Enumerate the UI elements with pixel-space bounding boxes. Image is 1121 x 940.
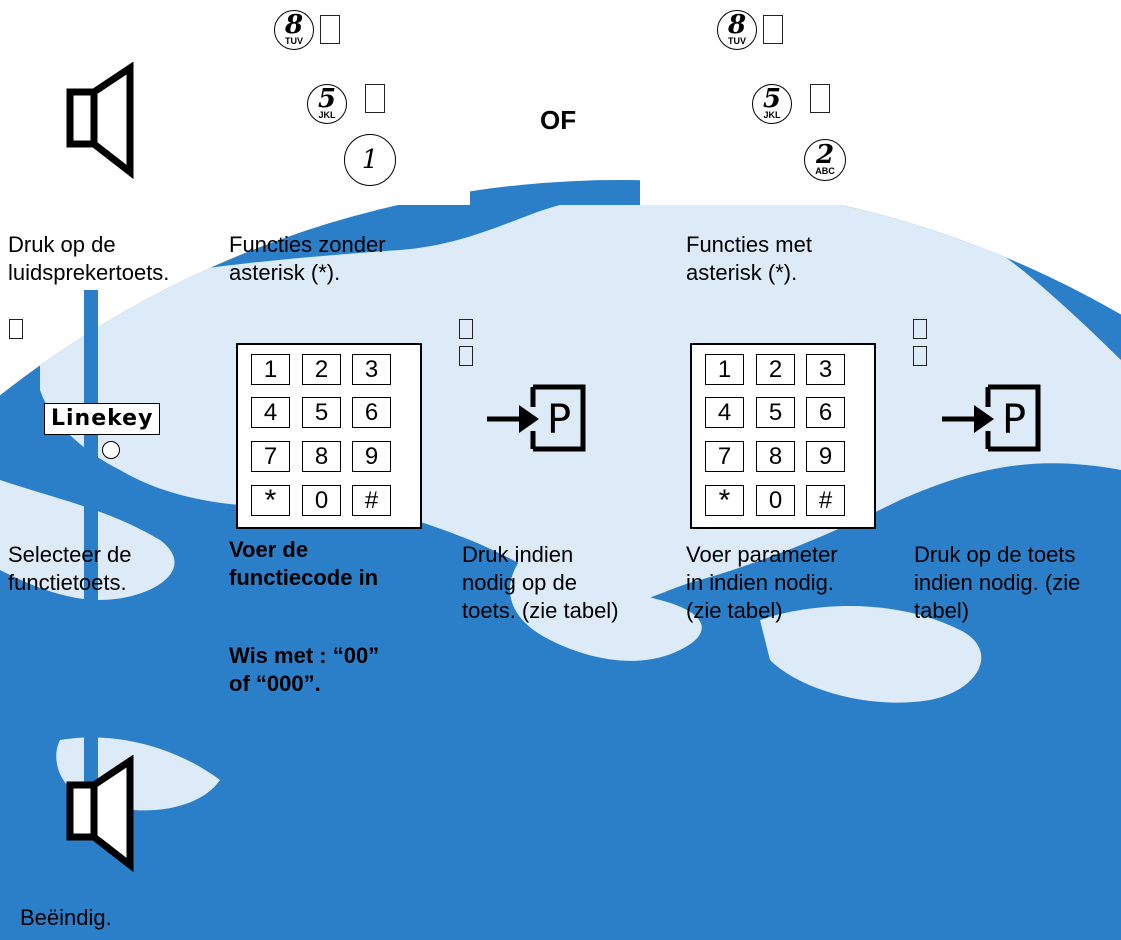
enter-code-caption: Voer de functiecode in — [229, 536, 378, 592]
keypad-key: 4 — [705, 397, 744, 428]
key-letters: JKL — [763, 110, 781, 120]
keypad-key: 2 — [756, 354, 795, 385]
speaker-icon — [66, 62, 134, 180]
key-digit: 8 — [284, 10, 304, 40]
park-key-label: P — [547, 397, 571, 443]
caption-line: Druk op de — [8, 232, 116, 257]
keypad-parameter: 1 2 3 4 5 6 7 8 9 * 0 # — [690, 343, 876, 529]
missing-glyph-icon — [365, 84, 385, 113]
key-letters: TUV — [728, 36, 746, 46]
keypad-key: 0 — [756, 485, 795, 516]
keypad-key: 0 — [302, 485, 341, 516]
key-letters: ABC — [815, 166, 835, 176]
keypad-key: 8 — [756, 441, 795, 472]
caption-line: Wis met : “00” — [229, 643, 380, 668]
park-key-icon: P — [487, 384, 586, 452]
speaker-icon — [66, 755, 134, 873]
keypad-key: 3 — [806, 354, 845, 385]
speaker-on-caption: Druk op de luidsprekertoets. — [8, 231, 169, 287]
caption-line: luidsprekertoets. — [8, 260, 170, 285]
or-label: OF — [540, 105, 577, 135]
dial-key-8: 8 TUV — [717, 10, 757, 50]
key-letters: JKL — [318, 110, 336, 120]
select-key-caption: Selecteer de functietoets. — [8, 541, 132, 597]
dial-key-2: 2 ABC — [804, 139, 846, 181]
keypad-key-hash: # — [352, 485, 391, 516]
caption-line: functietoets. — [8, 570, 127, 595]
linekey-button: Linekey — [44, 403, 161, 435]
caption-line: Functies zonder — [229, 232, 386, 257]
keypad-key: 7 — [705, 441, 744, 472]
caption-line: Druk indien — [462, 542, 574, 567]
clear-code-caption: Wis met : “00” of “000”. — [229, 642, 379, 698]
keys-without-asterisk-caption: Functies zonder asterisk (*). — [229, 231, 386, 287]
key-digit: 5 — [762, 84, 782, 114]
keypad-key: 3 — [352, 354, 391, 385]
caption-line: Selecteer de — [8, 542, 132, 567]
park-key-1-caption: Druk indien nodig op de toets. (zie tabe… — [462, 541, 619, 625]
dial-key-8: 8 TUV — [274, 10, 314, 50]
dial-key-5: 5 JKL — [307, 84, 347, 124]
keypad-key: 7 — [251, 441, 290, 472]
keypad-key: 5 — [302, 397, 341, 428]
park-key-label: P — [1002, 397, 1026, 443]
missing-glyph-icon — [913, 319, 927, 339]
missing-glyph-icon — [459, 319, 473, 339]
caption-line: tabel) — [914, 598, 970, 623]
caption-line: functiecode in — [229, 565, 379, 590]
missing-glyph-icon — [763, 15, 783, 44]
enter-parameter-caption: Voer parameter in indien nodig. (zie tab… — [686, 541, 838, 625]
caption-line: (zie tabel) — [686, 598, 783, 623]
keypad-key: 8 — [302, 441, 341, 472]
caption-line: asterisk (*). — [686, 260, 798, 285]
caption-line: toets. (zie tabel) — [462, 598, 619, 623]
end-caption: Beëindig. — [20, 905, 112, 930]
keypad-function-code: 1 2 3 4 5 6 7 8 9 * 0 # — [236, 343, 422, 529]
keypad-key: 9 — [352, 441, 391, 472]
caption-line: Druk op de toets — [914, 542, 1076, 567]
missing-glyph-icon — [320, 15, 340, 44]
missing-glyph-icon — [9, 319, 23, 339]
caption-line: Voer parameter — [686, 542, 838, 567]
keypad-key: 1 — [705, 354, 744, 385]
key-digit: 8 — [727, 10, 747, 40]
keys-with-asterisk-caption: Functies met asterisk (*). — [686, 231, 812, 287]
keypad-key-asterisk: * — [705, 484, 744, 517]
caption-line: Voer de — [229, 537, 309, 562]
park-key-icon: P — [942, 384, 1041, 452]
key-digit: 5 — [317, 84, 337, 114]
keypad-key-asterisk: * — [251, 484, 290, 517]
keypad-key-hash: # — [806, 485, 845, 516]
missing-glyph-icon — [913, 346, 927, 366]
keypad-key: 1 — [251, 354, 290, 385]
caption-line: nodig op de — [462, 570, 577, 595]
key-digit: 2 — [815, 140, 835, 170]
key-letters: TUV — [285, 36, 303, 46]
dial-key-1: 1 — [344, 134, 396, 186]
keypad-key: 9 — [806, 441, 845, 472]
caption-line: indien nodig. (zie — [914, 570, 1081, 595]
caption-line: asterisk (*). — [229, 260, 341, 285]
missing-glyph-icon — [459, 346, 473, 366]
keypad-key: 4 — [251, 397, 290, 428]
key-digit: 1 — [361, 145, 379, 175]
dial-key-5: 5 JKL — [752, 84, 792, 124]
keypad-key: 2 — [302, 354, 341, 385]
caption-line: in indien nodig. — [686, 570, 835, 595]
caption-line: Functies met — [686, 232, 812, 257]
keypad-key: 6 — [806, 397, 845, 428]
missing-glyph-icon — [810, 84, 830, 113]
linekey-lamp-icon — [102, 441, 120, 459]
caption-line: of “000”. — [229, 671, 321, 696]
keypad-key: 6 — [352, 397, 391, 428]
park-key-2-caption: Druk op de toets indien nodig. (zie tabe… — [914, 541, 1080, 625]
keypad-key: 5 — [756, 397, 795, 428]
